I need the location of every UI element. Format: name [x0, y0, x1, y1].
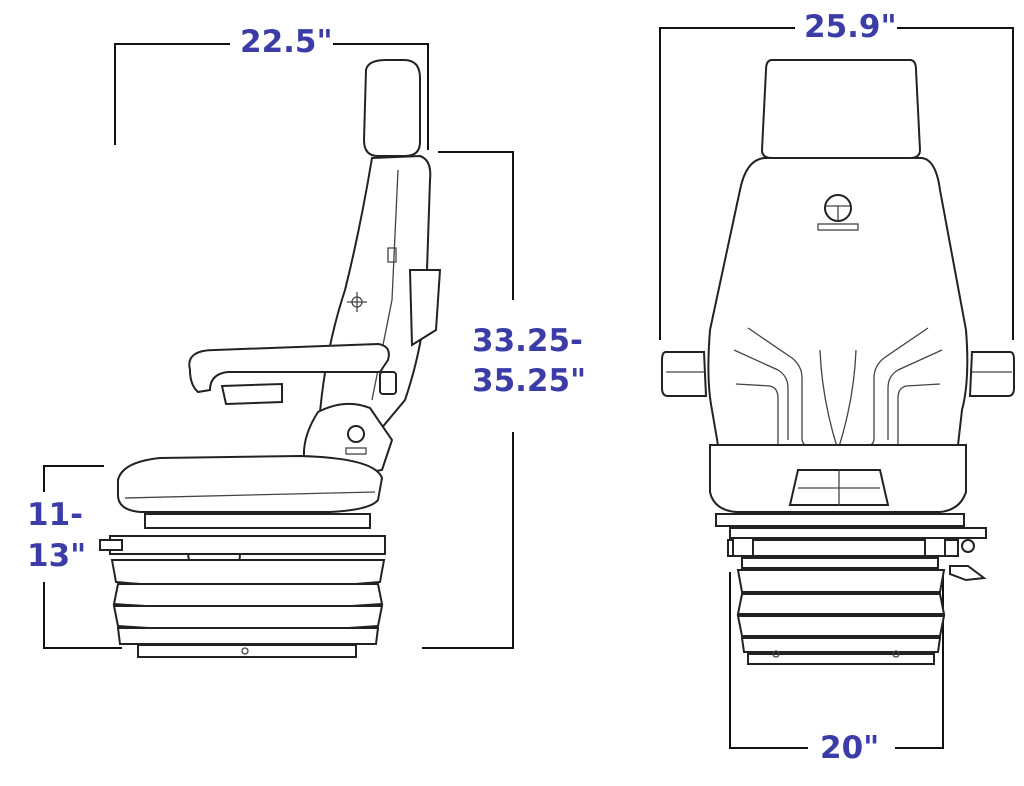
- side-height-label-line1: 33.25-: [472, 323, 583, 359]
- side-seat-height-label-line2: 13": [27, 538, 87, 574]
- front-width-label: 25.9": [804, 9, 897, 45]
- side-view-seat: [99, 59, 442, 658]
- side-height-dimension-line: [422, 151, 514, 649]
- front-base-width-label: 20": [820, 730, 880, 766]
- side-width-dimension-line: [114, 43, 429, 150]
- front-view-seat: [661, 59, 1015, 665]
- side-height-label-line2: 35.25": [472, 363, 587, 399]
- side-seat-height-label-line1: 11-: [27, 497, 84, 533]
- side-width-label: 22.5": [240, 24, 333, 60]
- front-base-width-dimension-line: [729, 572, 944, 749]
- side-seat-height-dimension-line: [43, 465, 122, 649]
- front-width-dimension-line: [659, 27, 1014, 340]
